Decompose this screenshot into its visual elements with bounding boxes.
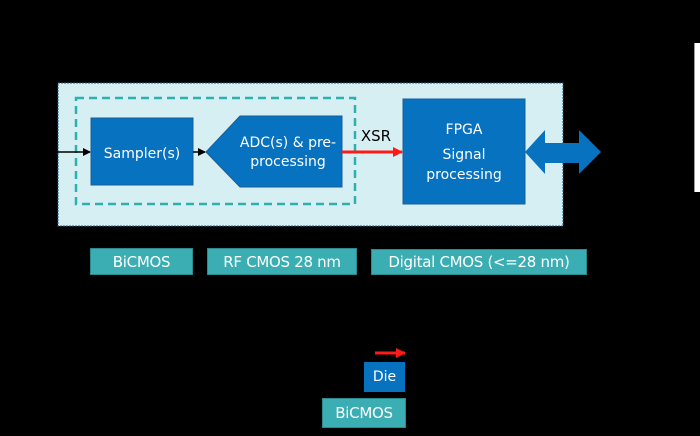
adc-label-line2: processing (250, 154, 325, 170)
fpga-label-line2: processing (426, 167, 501, 183)
side-panel (694, 43, 700, 192)
adc-label-line1: ADC(s) & pre- (240, 135, 336, 151)
tech-label-rf-cmos: RF CMOS 28 nm (207, 248, 357, 275)
io-double-arrow (525, 130, 601, 174)
legend-die: Die (364, 362, 405, 392)
tech-label-bicmos: BiCMOS (90, 248, 193, 275)
fpga-block (402, 98, 526, 205)
tech-label-digital-cmos: Digital CMOS (<=28 nm) (371, 249, 587, 275)
sampler-block (90, 117, 194, 186)
legend-technology: BiCMOS (322, 398, 406, 428)
fpga-label-line1: Signal (442, 147, 485, 163)
xsr-label: XSR (361, 127, 391, 145)
fpga-title: FPGA (446, 122, 483, 138)
sampler-label: Sampler(s) (104, 146, 180, 162)
